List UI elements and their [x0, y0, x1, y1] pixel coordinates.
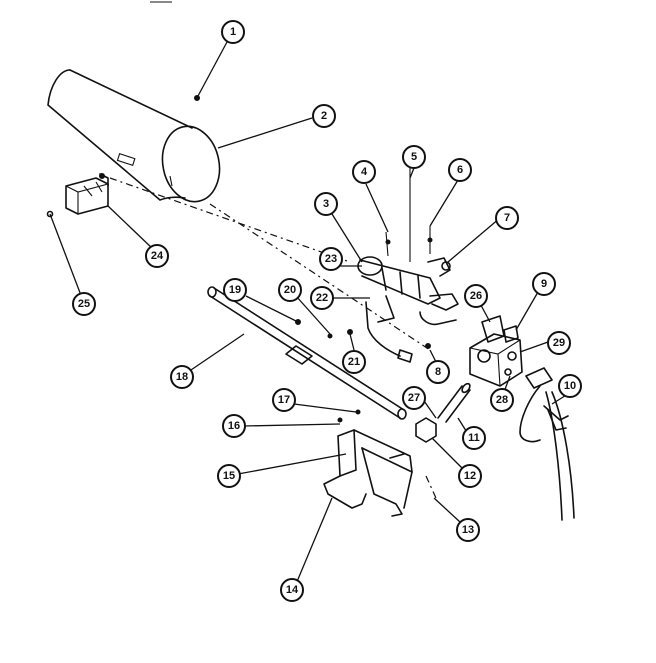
callout-label: 6 [457, 164, 463, 176]
callout-25: 25 [72, 292, 96, 316]
callout-label: 10 [564, 380, 576, 392]
callout-16: 16 [222, 414, 246, 438]
callout-15: 15 [217, 464, 241, 488]
callout-3: 3 [314, 192, 338, 216]
callout-24: 24 [145, 244, 169, 268]
callout-label: 4 [361, 166, 368, 178]
callout-10: 10 [558, 374, 582, 398]
callout-label: 24 [151, 250, 164, 262]
callout-28: 28 [490, 388, 514, 412]
callout-20: 20 [278, 278, 302, 302]
fitting-12 [415, 417, 437, 443]
callout-label: 14 [286, 584, 299, 596]
callout-12: 12 [458, 464, 482, 488]
screw-25 [46, 210, 54, 218]
screw-17 [355, 409, 361, 415]
callout-label: 11 [468, 432, 480, 444]
callout-7: 7 [495, 206, 519, 230]
callout-13: 13 [456, 518, 480, 542]
callout-label: 2 [321, 110, 327, 122]
screw-16 [337, 417, 343, 423]
drum-slot [116, 153, 136, 167]
mounting-bracket [323, 429, 437, 517]
callout-18: 18 [170, 365, 194, 389]
callout-label: 7 [504, 212, 510, 224]
callout-label: 1 [230, 26, 236, 38]
screw-21 [347, 329, 353, 335]
tube-11 [437, 382, 471, 423]
callout-2: 2 [312, 104, 336, 128]
callout-label: 3 [323, 198, 329, 210]
burner-assembly [357, 166, 459, 363]
callout-label: 21 [348, 356, 360, 368]
callout-label: 17 [278, 394, 290, 406]
callout-label: 23 [325, 253, 337, 265]
centerline-2 [209, 203, 431, 351]
callout-9: 9 [532, 272, 556, 296]
callout-label: 27 [408, 392, 420, 404]
callout-8: 8 [426, 360, 450, 384]
callout-label: 13 [462, 524, 474, 536]
callout-label: 26 [470, 290, 482, 302]
callout-label: 20 [284, 284, 296, 296]
callout-label: 15 [223, 470, 235, 482]
callout-4: 4 [352, 160, 376, 184]
callout-label: 5 [411, 151, 417, 163]
callout-label: 9 [541, 278, 547, 290]
callout-label: 18 [176, 371, 188, 383]
manifold-pipe [207, 286, 407, 420]
callout-6: 6 [448, 158, 472, 182]
callout-11: 11 [462, 426, 486, 450]
callout-label: 16 [228, 420, 240, 432]
centerline [109, 177, 351, 263]
callout-22: 22 [310, 286, 334, 310]
callout-19: 19 [223, 278, 247, 302]
screw-8 [425, 343, 431, 349]
callout-label: 8 [435, 366, 441, 378]
callout-label: 12 [464, 470, 476, 482]
callout-23: 23 [319, 247, 343, 271]
callout-label: 25 [78, 298, 90, 310]
leader-lines [49, 41, 569, 585]
callout-26: 26 [464, 284, 488, 308]
callout-label: 19 [229, 284, 241, 296]
callout-label: 29 [553, 337, 565, 349]
drum-tube [47, 69, 221, 203]
callout-21: 21 [342, 350, 366, 374]
gas-valve [469, 315, 523, 387]
callout-27: 27 [402, 386, 426, 410]
callout-17: 17 [272, 388, 296, 412]
callout-1: 1 [221, 20, 245, 44]
callout-label: 28 [496, 394, 508, 406]
callout-label: 22 [316, 292, 328, 304]
callout-14: 14 [280, 578, 304, 602]
callout-5: 5 [402, 145, 426, 169]
control-block [65, 173, 109, 215]
callout-29: 29 [547, 331, 571, 355]
